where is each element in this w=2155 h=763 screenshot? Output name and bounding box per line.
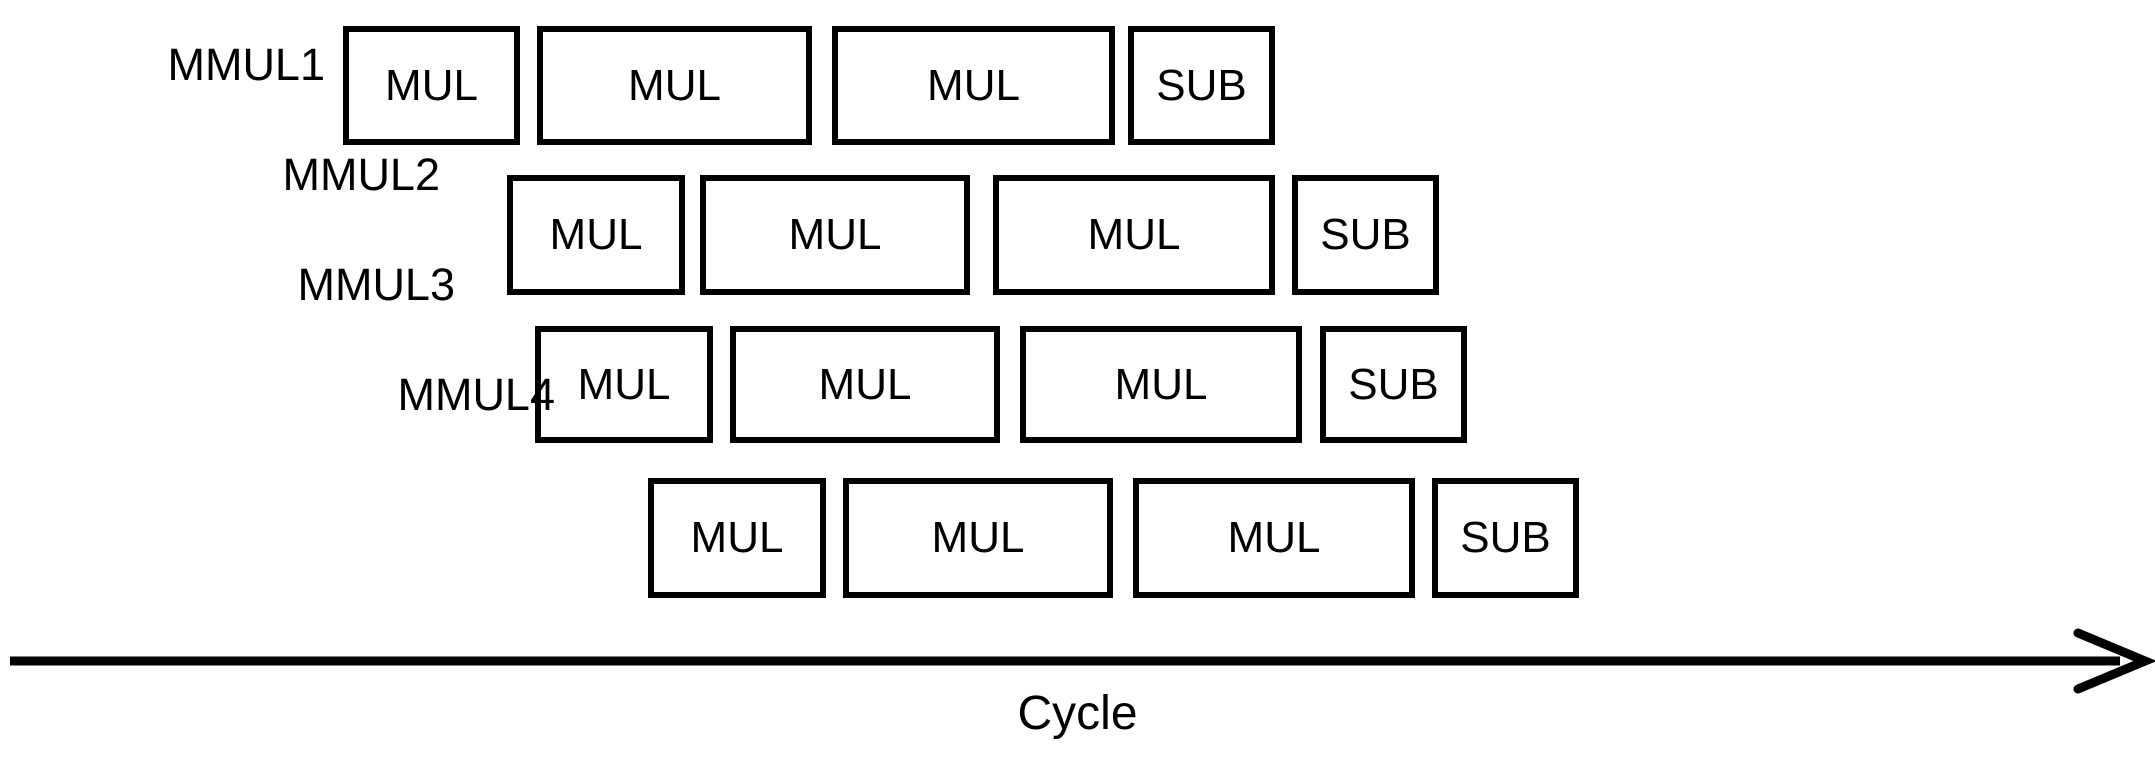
stage-box-mul: MUL [832,26,1115,145]
stage-box-mul: MUL [343,26,520,145]
stage-box-mul: MUL [1020,326,1302,443]
stage-box-mul: MUL [507,175,685,295]
stage-box-sub: SUB [1432,478,1579,598]
stage-box-sub: SUB [1128,26,1275,145]
stage-box-mul: MUL [648,478,826,598]
row-label-mmul4: MMUL4 [397,369,555,420]
stage-box-sub: SUB [1292,175,1439,295]
stage-box-mul: MUL [730,326,1000,443]
stage-box-sub: SUB [1320,326,1467,443]
cycle-axis-label: Cycle [1017,687,1138,740]
stage-box-mul: MUL [535,326,713,443]
stage-box-mul: MUL [843,478,1113,598]
row-label-mmul2: MMUL2 [282,149,440,200]
stage-box-mul: MUL [993,175,1275,295]
stage-box-mul: MUL [700,175,970,295]
row-label-mmul1: MMUL1 [167,39,325,90]
cycle-axis-arrow [10,628,2155,694]
stage-box-mul: MUL [537,26,812,145]
row-label-mmul3: MMUL3 [297,259,455,310]
stage-box-mul: MUL [1133,478,1415,598]
